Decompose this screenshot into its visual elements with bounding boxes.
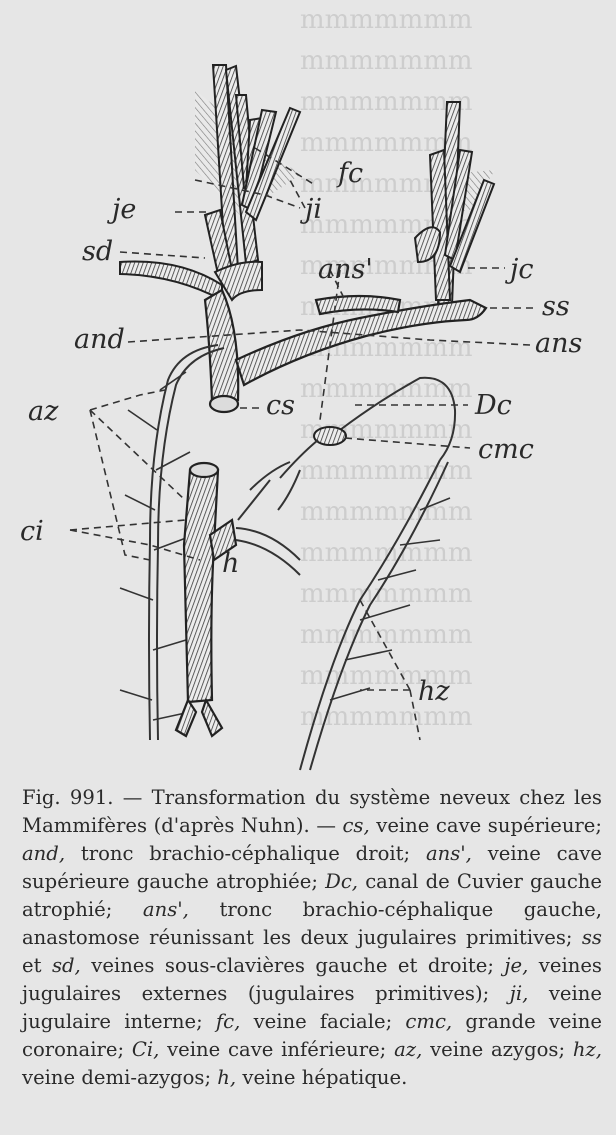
label-jc: jc xyxy=(505,254,534,285)
inferior-vena-cava xyxy=(176,463,236,736)
label-fc: fc xyxy=(336,158,363,189)
caption-abbr: and, xyxy=(22,842,65,865)
caption-desc: veines sous-clavières gauche et droite; xyxy=(81,954,505,977)
label-ans-prime: ans' xyxy=(318,254,373,285)
caption-abbr: Dc, xyxy=(325,870,358,893)
caption-abbr: cmc, xyxy=(405,1010,452,1033)
label-hz: hz xyxy=(418,676,450,707)
caption-desc: veine hépatique. xyxy=(236,1066,407,1089)
caption-abbr: h, xyxy=(217,1066,236,1089)
superior-vena-cava xyxy=(205,290,486,412)
caption-legend: cs, veine cave supérieure; and, tronc br… xyxy=(22,814,602,1089)
label-and: and xyxy=(74,324,125,355)
caption-desc: tronc brachio-céphalique droit; xyxy=(65,842,426,865)
caption-abbr: ji, xyxy=(510,982,529,1005)
caption-desc: veine azygos; xyxy=(422,1038,573,1061)
caption-desc: veine demi-azygos; xyxy=(22,1066,217,1089)
left-jugular-tree xyxy=(415,102,494,305)
label-Dc: Dc xyxy=(474,390,512,421)
caption-number: Fig. 991. xyxy=(22,786,114,809)
caption-dash: — xyxy=(114,786,152,809)
caption-abbr: je, xyxy=(504,954,528,977)
label-ans: ans xyxy=(535,328,582,359)
caption-abbr: ss xyxy=(582,926,602,949)
label-ji: ji xyxy=(300,194,322,225)
caption-abbr: fc, xyxy=(216,1010,240,1033)
caption-abbr: Ci, xyxy=(132,1038,160,1061)
label-sd: sd xyxy=(82,236,113,267)
caption-abbr: hz, xyxy=(573,1038,602,1061)
caption-dash-2: — xyxy=(310,814,343,837)
coronary-and-hemiazygos xyxy=(236,378,455,770)
caption-abbr: sd, xyxy=(52,954,81,977)
caption-abbr: cs, xyxy=(342,814,369,837)
label-h: h xyxy=(222,548,239,579)
label-cs: cs xyxy=(266,390,295,421)
figure-caption: Fig. 991. — Transformation du système ne… xyxy=(22,784,602,1092)
label-ss: ss xyxy=(542,291,570,322)
label-je: je xyxy=(107,194,136,225)
caption-abbr: ans', xyxy=(143,898,189,921)
caption-desc: et xyxy=(22,954,52,977)
label-az: az xyxy=(28,396,59,427)
caption-desc: veine faciale; xyxy=(240,1010,405,1033)
caption-abbr: ans', xyxy=(426,842,472,865)
caption-abbr: az, xyxy=(394,1038,422,1061)
venous-system-figure: fc je ji sd ans' jc ss and ans cs az Dc … xyxy=(0,0,616,780)
caption-desc: veine cave inférieure; xyxy=(159,1038,394,1061)
caption-desc: veine cave supérieure; xyxy=(370,814,602,837)
label-ci: ci xyxy=(20,516,44,547)
label-cmc: cmc xyxy=(478,434,534,465)
